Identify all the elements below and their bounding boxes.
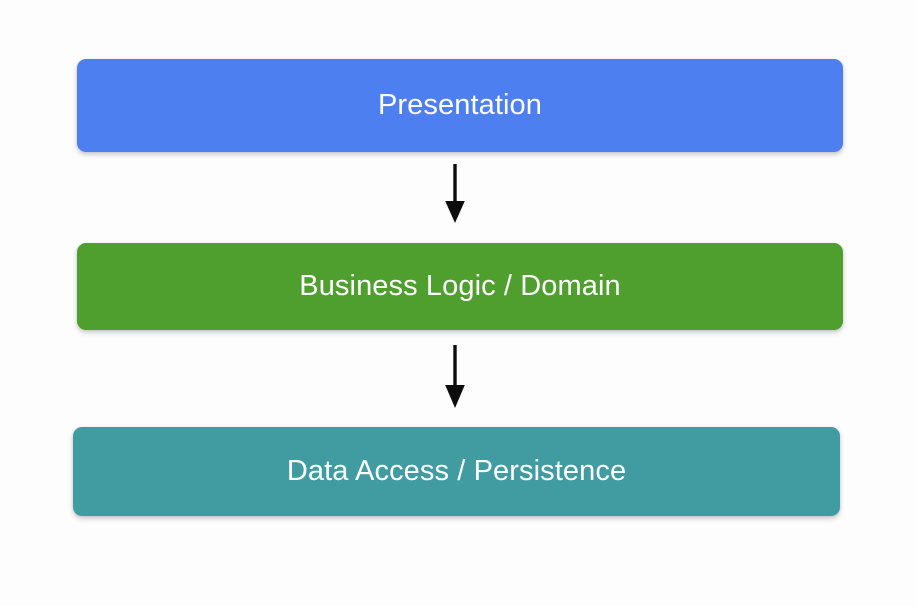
- arrow-head: [445, 385, 465, 408]
- arrow-down-icon-business-to-data: [445, 345, 465, 408]
- layer-box-presentation[interactable]: Presentation: [77, 59, 843, 152]
- layer-label-data-access: Data Access / Persistence: [286, 455, 627, 487]
- arrow-down-icon-presentation-to-business: [445, 164, 465, 223]
- layer-label-presentation: Presentation: [377, 89, 543, 121]
- arrow-head: [445, 201, 465, 223]
- layer-box-data-access[interactable]: Data Access / Persistence: [73, 427, 840, 516]
- layer-label-business-logic: Business Logic / Domain: [299, 270, 621, 302]
- layer-box-business-logic[interactable]: Business Logic / Domain: [77, 243, 843, 330]
